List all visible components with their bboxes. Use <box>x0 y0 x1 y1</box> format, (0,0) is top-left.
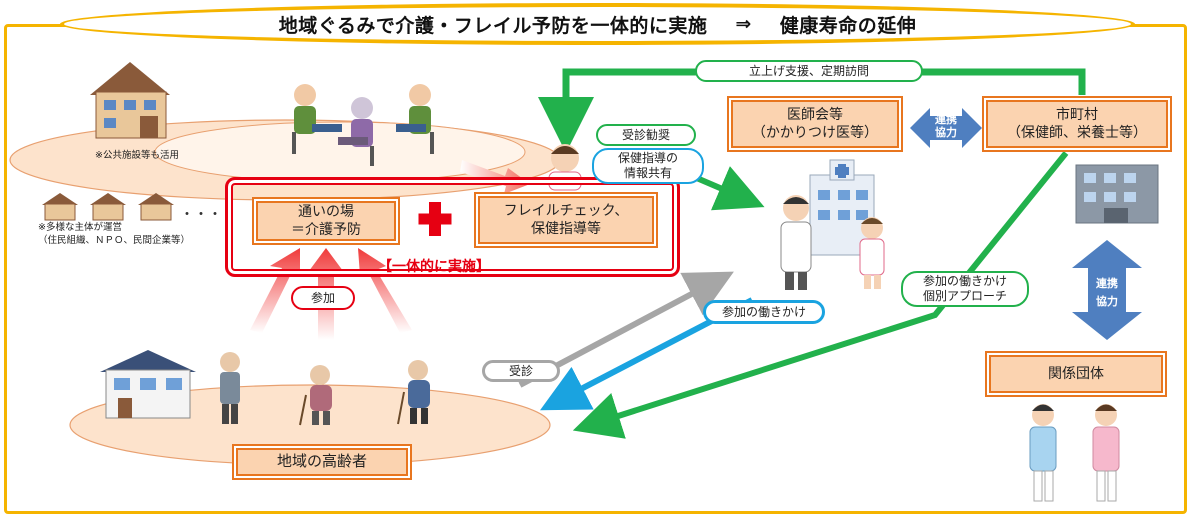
renkei-label-2: 連携 協力 <box>1096 277 1118 308</box>
title-arrow: ⇒ <box>735 13 752 35</box>
label-ittai: 【一体的に実施】 <box>378 259 490 275</box>
pill-tachiage: 立上げ支援、定期訪問 <box>695 60 923 82</box>
hospital-nurse-icon <box>859 217 885 289</box>
elderly-people-icon <box>220 352 430 426</box>
pill-jushin: 受診 <box>482 360 560 382</box>
node-shichoson: 市町村 （保健師、栄養士等） <box>982 96 1172 152</box>
ittai-frame <box>225 177 680 277</box>
arrow-sanka-kobetsu <box>572 151 1069 439</box>
care-workers-icon <box>1029 404 1120 502</box>
small-houses-icon <box>42 193 174 221</box>
seniors-exercising-icon <box>292 84 434 166</box>
dots: ・・・ <box>180 207 222 223</box>
title-goal: 健康寿命の延伸 <box>779 14 917 37</box>
city-hall-icon <box>1075 164 1159 224</box>
note-tayou: ※多様な主体が運営 （住民組織、ＮＰＯ、民間企業等） <box>38 222 191 246</box>
note-kokyo: ※公共施設等も活用 <box>95 150 179 161</box>
arrow-sanka-right <box>358 248 412 333</box>
pill-sanka-kobetsu: 参加の働きかけ 個別アプローチ <box>901 271 1029 307</box>
community-house-icon <box>90 62 170 139</box>
title-main: 地域ぐるみで介護・フレイル予防を一体的に実施 <box>278 14 708 37</box>
node-kayoi: 通いの場 ＝介護予防 <box>252 197 400 245</box>
node-kankei-dantai: 関係団体 <box>985 351 1167 397</box>
page-title: 地域ぐるみで介護・フレイル予防を一体的に実施 ⇒ 健康寿命の延伸 <box>60 3 1135 45</box>
health-nurse-icon <box>548 144 582 191</box>
pill-sanka-hatarakikake: 参加の働きかけ <box>703 300 825 324</box>
renkei-arrow-horizontal <box>910 108 982 148</box>
arrow-sanka-left <box>250 248 300 333</box>
pill-sanka: 参加 <box>291 286 355 310</box>
doctor-icon <box>780 195 812 290</box>
renkei-label-1: 連携 協力 <box>935 113 957 140</box>
node-ishikai: 医師会等 （かかりつけ医等） <box>727 96 903 152</box>
renkei-arrow-vertical <box>1072 240 1142 340</box>
pill-jushin-kansho: 受診勧奨 <box>596 124 696 146</box>
node-frail-check: フレイルチェック、 保健指導等 <box>474 192 658 248</box>
pill-hoken-kyoyu: 保健指導の 情報共有 <box>592 148 704 184</box>
node-koreisha: 地域の高齢者 <box>232 444 412 480</box>
elderly-house-icon <box>100 350 196 419</box>
